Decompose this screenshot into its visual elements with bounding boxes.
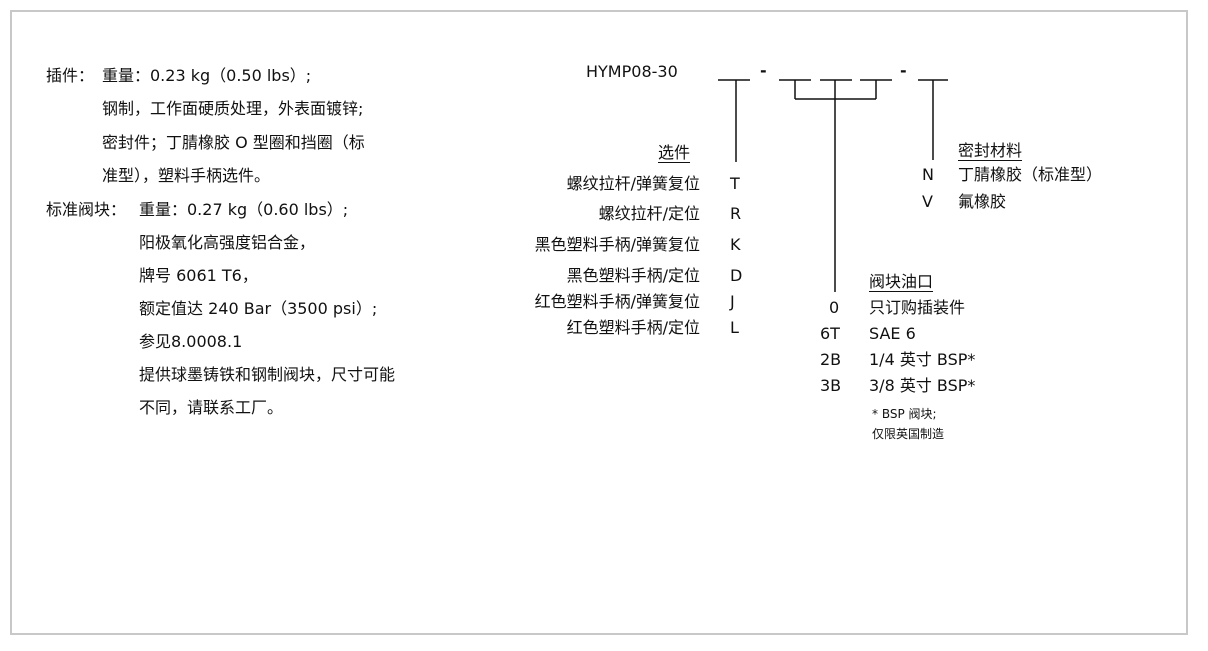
model-code: HYMP08-30 [586,62,678,81]
insert-label: 插件： [46,66,95,85]
option-label-4: 黑色塑料手柄/定位 [566,266,700,285]
option-code-1: T [730,174,740,193]
port-code-4: 3B [820,376,842,395]
block-line-3: 牌号 6061 T6， [139,266,258,285]
option-code-3: K [730,235,741,254]
block-label: 标准阀块： [46,200,127,219]
ports-title: 阀块油口 [869,272,934,291]
seal-label-1: 丁腈橡胶（标准型） [958,165,1103,184]
block-line-2: 阳极氧化高强度铝合金， [139,233,316,252]
insert-line-1: 重量：0.23 kg（0.50 lbs）; [102,66,312,85]
insert-line-2: 钢制，工作面硬质处理，外表面镀锌; [102,99,364,118]
seal-code-2: V [922,192,933,211]
block-line-1: 重量：0.27 kg（0.60 lbs）; [139,200,349,219]
seals-title: 密封材料 [958,141,1023,160]
option-label-3: 黑色塑料手柄/弹簧复位 [534,235,700,254]
block-line-5: 参见8.0008.1 [139,332,243,351]
port-label-1: 只订购插装件 [869,298,966,317]
block-line-6: 提供球墨铸铁和钢制阀块，尺寸可能 [139,365,396,384]
option-label-6: 红色塑料手柄/定位 [566,318,700,337]
seal-code-1: N [922,165,934,184]
block-line-7: 不同，请联系工厂。 [139,398,284,417]
insert-line-4: 准型），塑料手柄选件。 [102,166,271,185]
option-code-4: D [730,266,743,285]
port-code-1: 0 [829,298,840,317]
options-title: 选件 [658,143,691,162]
port-label-2: SAE 6 [869,324,916,343]
insert-line-3: 密封件；丁腈橡胶 O 型圈和挡圈（标 [102,133,365,152]
ports-note-line-1: * BSP 阀块; [872,407,937,421]
option-label-1: 螺纹拉杆/弹簧复位 [566,174,700,193]
block-line-4: 额定值达 240 Bar（3500 psi）; [139,299,378,318]
seal-label-2: 氟橡胶 [958,192,1007,211]
document-frame [10,10,1188,635]
port-label-3: 1/4 英寸 BSP* [869,350,976,369]
port-code-2: 6T [820,324,840,343]
option-label-5: 红色塑料手柄/弹簧复位 [534,292,700,311]
port-label-4: 3/8 英寸 BSP* [869,376,976,395]
option-code-6: L [730,318,739,337]
model-dash-1: - [760,61,767,80]
option-label-2: 螺纹拉杆/定位 [598,204,700,223]
option-code-2: R [730,204,742,223]
ports-note-line-2: 仅限英国制造 [872,427,945,441]
option-code-5: J [730,292,735,311]
model-dash-2: - [900,61,907,80]
port-code-3: 2B [820,350,842,369]
